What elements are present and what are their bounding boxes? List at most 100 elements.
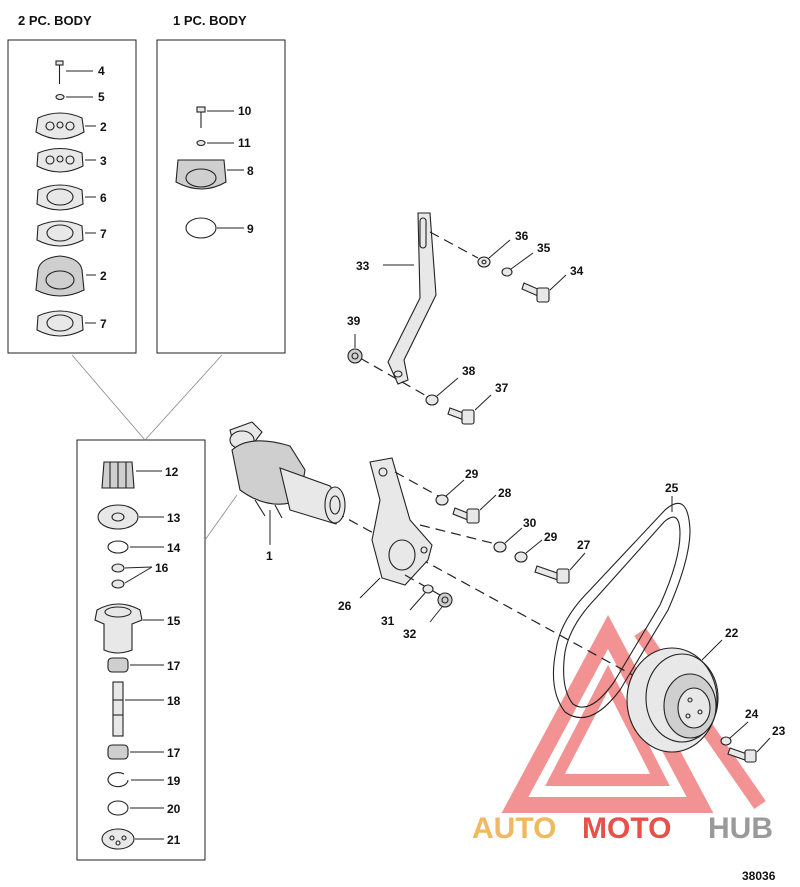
part-washer-29a	[435, 479, 465, 506]
callout-9: 9	[247, 222, 254, 236]
bracket-mid-axis	[419, 524, 501, 546]
callout-3: 3	[100, 154, 107, 168]
part-washer-38	[425, 377, 459, 406]
callout-2b: 2	[100, 269, 107, 283]
part-lockwasher-31	[409, 584, 434, 611]
watermark-auto: AUTO	[472, 812, 556, 845]
callout-27: 27	[577, 538, 591, 552]
part-seals-16	[111, 563, 153, 589]
part-housing-2b	[35, 255, 96, 297]
callout-7a: 7	[100, 227, 107, 241]
part-bolt-27	[534, 552, 586, 584]
callout-14: 14	[167, 541, 181, 555]
callout-25: 25	[665, 481, 679, 495]
callout-31: 31	[381, 614, 395, 628]
part-screw-10	[196, 106, 234, 128]
part-oring-9	[185, 217, 244, 239]
callout-37: 37	[495, 381, 509, 395]
callout-11: 11	[238, 136, 251, 150]
callout-19: 19	[167, 774, 181, 788]
part-nut-39	[347, 334, 363, 364]
callout-29b: 29	[544, 530, 558, 544]
part-lockwasher-24	[720, 721, 749, 746]
part-plate-21	[101, 828, 164, 850]
part-plate-13	[97, 504, 164, 530]
callout-21: 21	[167, 833, 181, 847]
callout-17b: 17	[167, 746, 181, 760]
bracket-top-axis	[394, 471, 441, 498]
part-bracket-26	[359, 457, 433, 599]
part-washer-5	[55, 93, 93, 101]
callout-16: 16	[155, 561, 169, 575]
callout-18: 18	[167, 694, 181, 708]
part-impeller-12	[101, 461, 162, 489]
bracket-low-axis	[404, 574, 441, 596]
callout-12: 12	[165, 465, 179, 479]
part-washer-29b	[514, 539, 543, 563]
part-housing-15	[94, 603, 164, 654]
callout-4: 4	[98, 64, 105, 78]
callout-15: 15	[167, 614, 181, 628]
callout-1: 1	[266, 549, 273, 563]
part-bolt-34	[521, 274, 567, 303]
part-washer-11	[196, 139, 234, 147]
part-bolt-37	[447, 394, 492, 425]
part-clip-19	[107, 772, 164, 788]
callout-24: 24	[745, 707, 759, 721]
part-bolt-28	[452, 494, 497, 524]
part-gasket-7a	[36, 220, 96, 247]
callout-17a: 17	[167, 659, 181, 673]
callout-35: 35	[537, 241, 551, 255]
watermark-moto: MOTO	[582, 812, 671, 845]
callout-6: 6	[100, 191, 107, 205]
callout-29a: 29	[465, 467, 479, 481]
callout-26: 26	[338, 599, 352, 613]
part-plate-6	[36, 184, 96, 211]
panel-title-1pc: 1 PC. BODY	[173, 13, 247, 28]
part-brace-33	[383, 212, 437, 385]
part-shaft-18	[112, 681, 164, 737]
brace-top-axis	[429, 231, 479, 259]
part-bushing-17a	[107, 657, 164, 673]
part-oring-14	[107, 540, 164, 554]
callout-39: 39	[347, 314, 361, 328]
part-washer-30	[493, 527, 523, 553]
callout-22: 22	[725, 626, 739, 640]
callout-30: 30	[523, 516, 537, 530]
two-pc-body-box	[7, 39, 137, 354]
callout-7b: 7	[100, 317, 107, 331]
callout-36: 36	[515, 229, 529, 243]
callout-32: 32	[403, 627, 417, 641]
part-gasket-7b	[36, 310, 96, 337]
part-washer-20	[107, 800, 164, 816]
panel-title-2pc: 2 PC. BODY	[18, 13, 92, 28]
part-pulley-22	[626, 639, 723, 753]
part-gasket-3	[36, 147, 96, 173]
callout-10: 10	[238, 104, 252, 118]
callout-20: 20	[167, 802, 181, 816]
part-water-pump-1	[229, 421, 346, 545]
connector-line-right	[144, 354, 223, 441]
part-washer-36	[477, 239, 511, 268]
callout-23: 23	[772, 724, 786, 738]
figure-number: 38036	[742, 869, 776, 883]
callout-34: 34	[570, 264, 584, 278]
part-bushing-17b	[107, 744, 164, 760]
connector-line-left	[71, 354, 146, 441]
callout-8: 8	[247, 164, 254, 178]
callout-2a: 2	[100, 120, 107, 134]
part-lockwasher-35	[501, 252, 534, 277]
brace-bottom-axis	[359, 357, 431, 399]
part-nut-32	[429, 592, 453, 623]
callout-38: 38	[462, 364, 476, 378]
callout-33: 33	[356, 259, 370, 273]
part-belt-25	[552, 496, 691, 719]
watermark-text: AUTO MOTO HUB	[472, 812, 773, 845]
part-bolt-23	[727, 737, 771, 763]
part-screw-4	[55, 60, 93, 84]
part-cover-2a	[35, 112, 96, 140]
callout-5: 5	[98, 90, 105, 104]
callout-13: 13	[167, 511, 181, 525]
water-pump-kit-box	[76, 439, 206, 861]
